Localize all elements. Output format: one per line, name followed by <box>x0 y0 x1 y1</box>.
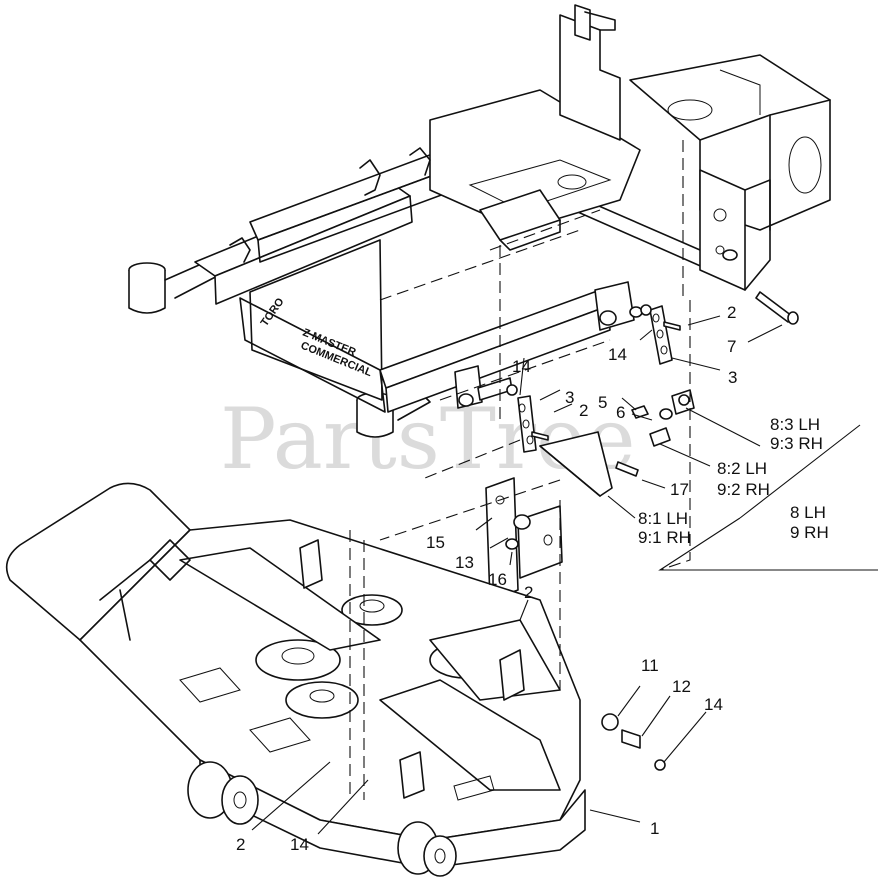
callout-labels: 2 7 14 14 3 3 2 5 6 8:3 LH 9:3 RH 8:2 LH… <box>236 303 829 854</box>
callout-2-left: 2 <box>579 401 588 420</box>
callout-1: 1 <box>650 819 659 838</box>
callout-8-lh: 8 LH <box>790 503 826 522</box>
callout-8-1-lh: 8:1 LH <box>638 509 688 528</box>
callout-3-left: 3 <box>565 388 574 407</box>
callout-14-right: 14 <box>608 345 627 364</box>
callout-12: 12 <box>672 677 691 696</box>
callout-17: 17 <box>670 480 689 499</box>
assembly-lines <box>349 140 691 800</box>
callout-9-2-rh: 9:2 RH <box>717 480 770 499</box>
callout-2-top: 2 <box>727 303 736 322</box>
callout-13: 13 <box>455 553 474 572</box>
callout-9-rh: 9 RH <box>790 523 829 542</box>
callout-14-bottom: 14 <box>290 835 309 854</box>
deck-mount-parts <box>329 477 666 782</box>
mower-deck <box>5 482 586 877</box>
callout-8-3-lh: 8:3 LH <box>770 415 820 434</box>
callout-15: 15 <box>426 533 445 552</box>
callout-11: 11 <box>641 656 659 675</box>
callout-14-left: 14 <box>512 357 531 376</box>
callout-7: 7 <box>727 337 736 356</box>
callout-2-middle: 2 <box>524 583 533 602</box>
callout-6: 6 <box>616 403 625 422</box>
callout-5: 5 <box>598 393 607 412</box>
leader-lines <box>251 315 878 835</box>
hardware-upper <box>506 291 799 497</box>
callout-8-2-lh: 8:2 LH <box>717 459 767 478</box>
callout-16: 16 <box>488 570 507 589</box>
callout-9-3-rh: 9:3 RH <box>770 434 823 453</box>
main-frame: TORO Z MASTER COMMERCIAL <box>128 4 831 438</box>
callout-3-right: 3 <box>728 368 737 387</box>
callout-14-lower-right: 14 <box>704 695 723 714</box>
callout-2-bottom: 2 <box>236 835 245 854</box>
callout-9-1-rh: 9:1 RH <box>638 528 691 547</box>
